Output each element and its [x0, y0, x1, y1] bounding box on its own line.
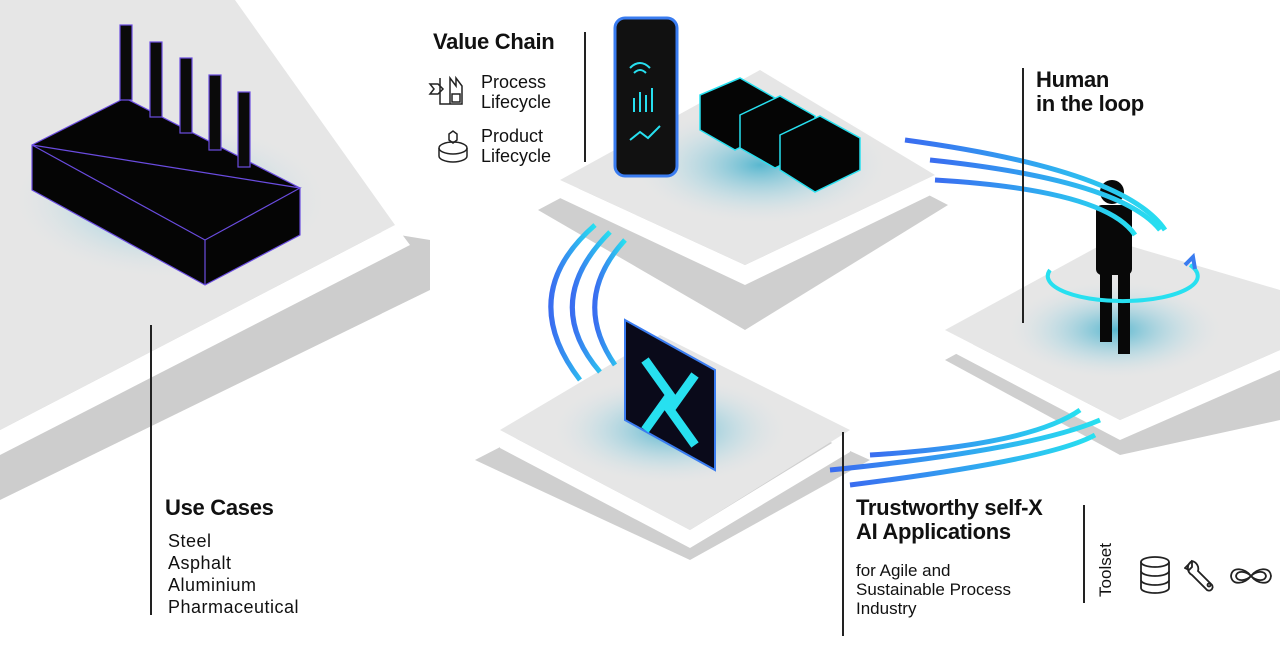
- toolset-label: Toolset: [1096, 543, 1115, 597]
- applications-sub-line2: Sustainable Process: [856, 580, 1011, 599]
- smartphone: [613, 16, 679, 178]
- use-case-item: Steel: [168, 531, 212, 551]
- loop-arrows: [1045, 252, 1200, 304]
- applications-title-line1: Trustworthy self-X: [856, 495, 1043, 520]
- human-line1: Human: [1036, 67, 1110, 92]
- value-chain-title: Value Chain: [433, 29, 555, 54]
- database-icon: [1140, 556, 1170, 594]
- applications-sub-line1: for Agile and: [856, 561, 951, 580]
- value-chain-divider: [584, 32, 586, 162]
- human-platform: [945, 240, 1280, 455]
- infinity-icon: [1230, 568, 1272, 584]
- wrench-icon: [1184, 559, 1214, 592]
- factory-process-icon: [428, 75, 463, 105]
- use-case-item: Pharmaceutical: [168, 597, 300, 617]
- process-lifecycle-line2: Lifecycle: [481, 92, 552, 112]
- value-chain-blocks: [699, 77, 861, 193]
- product-lifecycle-line2: Lifecycle: [481, 146, 552, 166]
- self-x-logo: [624, 318, 716, 472]
- product-lifecycle-line1: Product: [481, 126, 544, 146]
- toolset-divider: [1083, 505, 1085, 603]
- connection-arcs: [548, 137, 1168, 488]
- use-cases-title: Use Cases: [165, 495, 274, 520]
- process-lifecycle-line1: Process: [481, 72, 547, 92]
- use-case-item: Aluminium: [168, 575, 257, 595]
- use-case-item: Asphalt: [168, 553, 232, 573]
- product-cube-icon: [438, 130, 468, 163]
- applications-title-line2: AI Applications: [856, 519, 1011, 544]
- human-divider: [1022, 68, 1024, 323]
- applications-sub-line3: Industry: [856, 599, 917, 618]
- use-cases-divider: [150, 325, 152, 615]
- applications-divider: [842, 432, 844, 636]
- human-line2: in the loop: [1036, 91, 1144, 116]
- factory-building: [31, 24, 302, 286]
